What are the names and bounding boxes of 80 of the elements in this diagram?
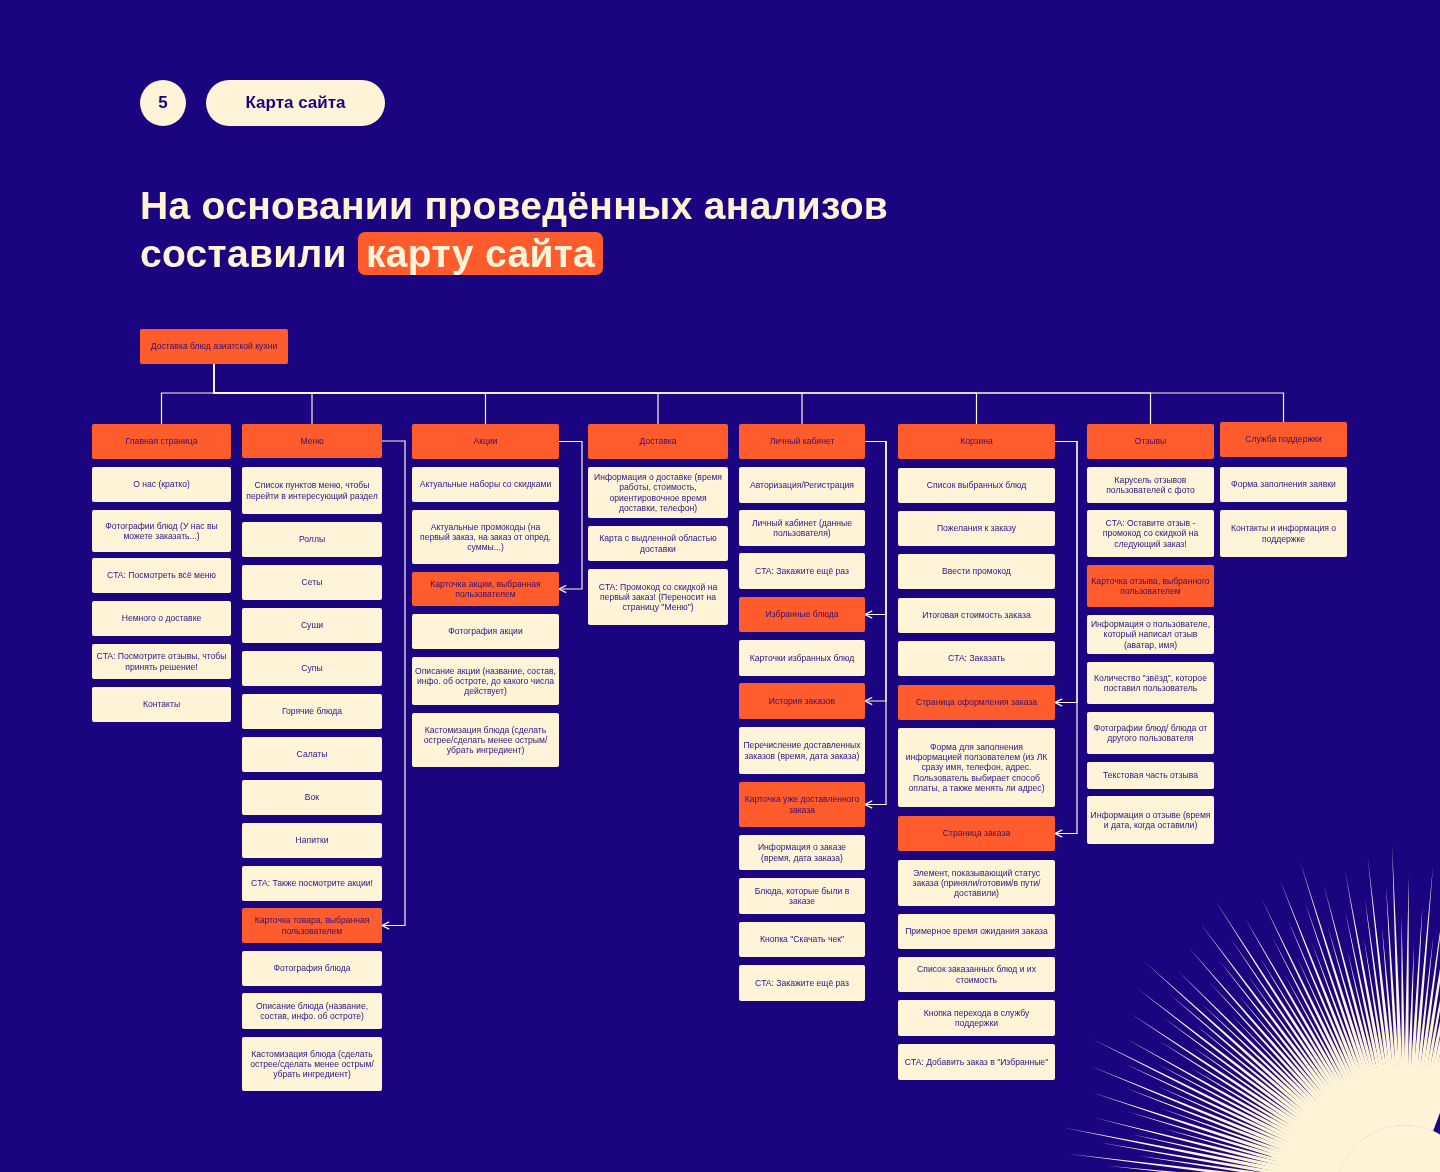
content-box: Немного о доставке bbox=[92, 601, 231, 636]
arrow bbox=[558, 440, 583, 594]
content-box: Блюда, которые были в заказе bbox=[739, 878, 865, 914]
content-box: CTA: Также посмотрите акции! bbox=[242, 866, 382, 901]
page-box: Главная страница bbox=[92, 424, 231, 459]
content-box: Итоговая стоимость заказа bbox=[898, 598, 1055, 633]
content-box: CTA: Оставите отзыв - промокод со скидкой на следующий заказ! bbox=[1087, 510, 1214, 557]
arrow bbox=[1054, 440, 1078, 838]
arrow bbox=[381, 440, 406, 930]
content-box: Перечисление доставленных заказов (время, дата заказа) bbox=[739, 727, 865, 774]
content-box: Роллы bbox=[242, 522, 382, 557]
content-box: Текстовая часть отзыва bbox=[1087, 762, 1214, 789]
content-box: Фотография блюда bbox=[242, 951, 382, 986]
content-box: Элемент, показывающий статус заказа (приняли/готовим/в пути/доставили) bbox=[898, 860, 1055, 906]
content-box: CTA: Промокод со скидкой на первый заказ! (Переносит на страницу "Меню") bbox=[588, 569, 728, 625]
content-box: CTA: Посмотрите отзывы, чтобы принять решение! bbox=[92, 644, 231, 679]
content-box: CTA: Закажите ещё раз bbox=[739, 965, 865, 1001]
content-box: CTA: Посмотреть всё меню bbox=[92, 558, 231, 593]
page-box: Избранные блюда bbox=[739, 597, 865, 632]
content-box: Вок bbox=[242, 780, 382, 815]
content-box: Карта с выдленной областью доставки bbox=[588, 526, 728, 561]
content-box: Кастомизация блюда (сделать острее/сделать менее острым/убрать ингредиент) bbox=[242, 1037, 382, 1091]
page-box: Личный кабинет bbox=[739, 424, 865, 459]
content-box: Сеты bbox=[242, 565, 382, 600]
content-box: Пожелания к заказу bbox=[898, 511, 1055, 546]
content-box: Список пунктов меню, чтобы перейти в интересующий раздел bbox=[242, 467, 382, 514]
content-box: Фотографии блюд/ блюда от другого пользователя bbox=[1087, 712, 1214, 754]
content-box: Кастомизация блюда (сделать острее/сделать менее острым/убрать ингредиент) bbox=[412, 713, 559, 767]
content-box: Описание акции (название, состав, инфо. об остроте, до какого числа действует) bbox=[412, 657, 559, 705]
page-box: Карточка отзыва, выбранного пользователем bbox=[1087, 565, 1214, 607]
content-box: CTA: Заказать bbox=[898, 641, 1055, 676]
content-box: Напитки bbox=[242, 823, 382, 858]
content-box: Информация о отзыве (время и дата, когда оставили) bbox=[1087, 796, 1214, 844]
content-box: Актуальные промокоды (на первый заказ, на заказ от опред. суммы...) bbox=[412, 510, 559, 564]
content-box: Фотография акции bbox=[412, 614, 559, 649]
page-box: Страница заказа bbox=[898, 816, 1055, 851]
content-box: Контакты bbox=[92, 687, 231, 722]
page-box: Корзина bbox=[898, 424, 1055, 459]
content-box: Форма заполнения заявки bbox=[1220, 467, 1347, 502]
page-box: Акции bbox=[412, 424, 559, 459]
content-box: Информация о пользователе, который написал отзыв (аватар, имя) bbox=[1087, 615, 1214, 654]
page-box: Доставка блюд азиатской кухни bbox=[140, 329, 288, 364]
content-box: Ввести промокод bbox=[898, 554, 1055, 589]
content-box: CTA: Закажите ещё раз bbox=[739, 553, 865, 589]
page-box: Карточка уже доставленного заказа bbox=[739, 782, 865, 827]
content-box: Суши bbox=[242, 608, 382, 643]
content-box: Личный кабинет (данные пользователя) bbox=[739, 510, 865, 546]
content-box: Супы bbox=[242, 651, 382, 686]
content-box: О нас (кратко) bbox=[92, 467, 231, 502]
content-box: Карточки избранных блюд bbox=[739, 640, 865, 676]
content-box: Салаты bbox=[242, 737, 382, 772]
content-box: Информация о доставке (время работы, стоимость, ориентировочное время доставки, телефон) bbox=[588, 467, 728, 518]
section-pill: Карта сайта bbox=[206, 80, 385, 126]
page-box: Страница оформления заказа bbox=[898, 685, 1055, 720]
page-box: Отзывы bbox=[1087, 424, 1214, 459]
content-box: Карусель отзывов пользователей с фото bbox=[1087, 467, 1214, 503]
content-box: Информация о заказе (время, дата заказа) bbox=[739, 835, 865, 870]
content-box: Фотографии блюд (У нас вы можете заказать...) bbox=[92, 510, 231, 552]
page-box: Карточка акции, выбранная пользователем bbox=[412, 572, 559, 606]
arrow bbox=[864, 440, 887, 809]
page-title: На основании проведённых анализов составили карту сайта bbox=[140, 183, 890, 277]
page-box: Служба поддержки bbox=[1220, 422, 1347, 457]
content-box: Форма для заполнения информацией ползователем (из ЛК сразу имя, телефон, адрес. Пользователь выбирает способ оплаты, а также менять ли адрес) bbox=[898, 728, 1055, 807]
content-box: Описание блюда (название, состав, инфо. об остроте) bbox=[242, 993, 382, 1029]
content-box: Авторизация/Регистрация bbox=[739, 467, 865, 503]
content-box: Горячие блюда bbox=[242, 694, 382, 729]
content-box: CTA: Добавить заказ в "Избранные" bbox=[898, 1044, 1055, 1080]
page-box: Карточка товара, выбранная пользователем bbox=[242, 908, 382, 943]
content-box: Примерное время ожидания заказа bbox=[898, 914, 1055, 949]
page-box: История заказов bbox=[739, 683, 865, 719]
content-box: Список выбранных блюд bbox=[898, 468, 1055, 503]
content-box: Список заказанных блюд и их стоимость bbox=[898, 957, 1055, 992]
page-box: Доставка bbox=[588, 424, 728, 459]
page-box: Меню bbox=[242, 424, 382, 458]
content-box: Контакты и информация о поддержке bbox=[1220, 510, 1347, 557]
content-box: Актуальные наборы со скидками bbox=[412, 467, 559, 502]
content-box: Количество "звёзд", которое поставил пользователь bbox=[1087, 662, 1214, 704]
number-badge: 5 bbox=[140, 80, 186, 126]
content-box: Кнопка "Скачать чек" bbox=[739, 922, 865, 957]
content-box: Кнопка перехода в службу поддержки bbox=[898, 1000, 1055, 1036]
